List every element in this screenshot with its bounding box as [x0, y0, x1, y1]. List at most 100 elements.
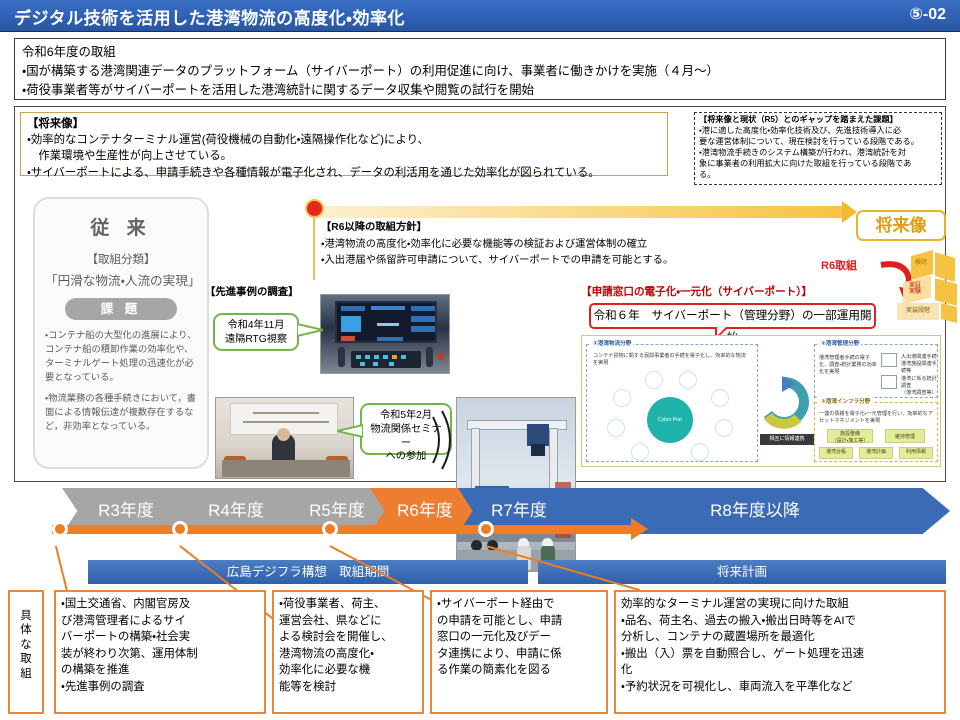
- initiative-box-2: ・荷役事業者、荷主、 運営会社、県などに よる検討会を開催し、 港湾物流の高度化…: [272, 590, 424, 714]
- cp-node-5: [607, 419, 625, 437]
- cp-node-2: [679, 371, 697, 389]
- cyber-port-launch-box: 令和６年 サイバーポート（管理分野）の一部運用開始: [589, 303, 876, 344]
- callout-seminar-line-2: 物流関係セミナー: [370, 423, 442, 449]
- policy-stem-line: [313, 216, 315, 280]
- seminar-speaker: [272, 434, 295, 464]
- conventional-issues: ・コンテナ船の大型化の進展により、コンテナ船の積卸作業の効率化や、ターミナルゲー…: [45, 329, 197, 434]
- box3-line-1: ・サイバーポート経由で: [437, 598, 555, 610]
- conventional-issue-1: ・コンテナ船の大型化の進展により、コンテナ船の積卸作業の効率化や、ターミナルゲー…: [45, 330, 197, 382]
- cp-chip-2: 維持管理: [885, 429, 925, 443]
- initiative-box-2-text: ・荷役事業者、荷主、 運営会社、県などに よる検討会を開催し、 港湾物流の高度化…: [274, 592, 422, 699]
- fy2024-heading: 令和6年度の取組: [22, 45, 116, 59]
- gap-line-5: る。: [699, 169, 716, 179]
- policy-line-1: ・港湾物流の高度化・効率化に必要な機能等の検証および運営体制の確立: [321, 238, 648, 250]
- callout-rtg-line-2: 遠隔RTG視察: [224, 333, 288, 345]
- box2-line-3: よる検討会を開催し、: [279, 631, 393, 644]
- rtg-emergency-button: [437, 353, 444, 360]
- fy2024-line-1: ・国が構築する港湾関連データのプラットフォーム（サイバーポート）の利用促進に向け…: [22, 63, 719, 78]
- crane-spreader: [531, 444, 545, 456]
- cp-chip-4: 港湾計画: [859, 447, 893, 459]
- policy-arrow-graphic: [320, 201, 857, 223]
- box1-line-5: の構築を推進: [61, 664, 130, 677]
- future-vision-line-3: ・サイバーポートによる、申請手続きや各種情報が電子化され、データの利活用を通じた…: [27, 166, 600, 179]
- cyber-port-heading: 【申請窓口の電子化・一元化（サイバーポート）】: [581, 286, 813, 298]
- fy2024-line-2: ・荷役事業者等がサイバーポートを活用した港湾統計に関するデータ収集や閲覧の試行を…: [22, 82, 534, 97]
- cp-section1-tag: ①港湾物流分野: [591, 339, 634, 347]
- seminar-speaker-head: [277, 428, 290, 441]
- side-label-char-2: 体: [20, 624, 32, 637]
- crane-beam: [467, 420, 567, 430]
- slide-header: デジタル技術を活用した港湾物流の高度化・効率化 ⑤-02: [0, 0, 960, 32]
- box1-line-6: ・先進事例の調査: [61, 680, 145, 693]
- cp-section2-item-1: 入出港関連手続 港湾施設関連手続等: [901, 354, 937, 374]
- conventional-category-name: 「円滑な物流・人流の実現」: [45, 274, 201, 288]
- box4-line-2: ・品名、荷主名、過去の搬入・搬出日時等をAIで: [621, 614, 856, 627]
- timeline-marker-r7[interactable]: [478, 521, 494, 537]
- side-label-char-1: 具: [20, 610, 32, 622]
- information-exchange-icon: [764, 376, 809, 429]
- timeline-marker-r3[interactable]: [52, 521, 68, 537]
- pyramid-base-label: 実装段階: [897, 303, 939, 320]
- cp-section3-text: 一連の情報を電子化・一元管理を行い、効率的なアセットマネジメントを実現: [819, 411, 933, 424]
- advanced-cases-heading: 【先進事例の調査】: [205, 287, 299, 298]
- cp-chart-icon: [881, 375, 897, 389]
- maturity-pyramid: 実装段階 検討 実証 実験: [895, 249, 957, 323]
- box4-line-6: ・予約状況を可視化し、車両流入を平準化など: [621, 680, 853, 693]
- gap-line-1: ・港に適した高度化・効率化技術及び、先進技術導入に必: [699, 125, 902, 135]
- initiative-box-1-text: ・国土交通省、内閣官房及 び港湾管理者によるサイ バーポートの構築・社会実 装が…: [56, 592, 264, 699]
- timeline-marker-r6[interactable]: [322, 521, 338, 537]
- timeline-r6-label: R6年度: [397, 501, 453, 520]
- conventional-card: 従 来 【取組分類】 「円滑な物流・人流の実現」 課 題 ・コンテナ船の大型化の…: [33, 197, 209, 469]
- timeline-marker-r4[interactable]: [172, 521, 188, 537]
- policy-region: 【R6以降の取組方針】 ・港湾物流の高度化・効率化に必要な機能等の検証および運営…: [305, 199, 865, 290]
- rtg-monitor-screen: [335, 301, 437, 343]
- box4-line-3: 分析し、コンテナの蔵置場所を最適化: [621, 631, 815, 644]
- box4-line-4: ・搬出（入）票を自動照合し、ゲート処理を迅速: [621, 647, 865, 660]
- box3-line-2: の申請を可能とし、申請: [437, 614, 563, 627]
- r6-initiative-label: R6取組: [821, 260, 858, 272]
- box1-line-4: 装が終わり次第、運用体制: [61, 647, 198, 660]
- conventional-category-label: 【取組分類】: [86, 254, 156, 266]
- box3-line-4: タ連携により、申請に係: [437, 647, 562, 660]
- gap-line-4: 象に事業者の利用拡大に向けた取組を行っている段階であ: [699, 158, 912, 168]
- seminar-podium: [222, 460, 350, 477]
- policy-heading: 【R6以降の取組方針】: [321, 222, 427, 233]
- fiscal-year-timeline: R3年度 R4年度 R5年度 R6年度 R7年度 R8年度以降: [0, 488, 960, 548]
- timeline-r8-label: R8年度以降: [710, 501, 800, 520]
- pyramid-level-1-label: 検討: [915, 260, 928, 266]
- banner-future-plan: 将来計画: [538, 560, 946, 584]
- future-vision-line-1: ・効率的なコンテナターミナル運営(荷役機械の自動化・遠隔操作化など)により、: [27, 134, 429, 147]
- pyramid-base-right: [941, 303, 957, 323]
- box2-line-5: 効率化に必要な機: [279, 664, 371, 677]
- box1-line-2: び港湾管理者によるサイ: [61, 614, 186, 627]
- future-vision-line-2: 作業環境や生産性が向上させている。: [27, 150, 233, 163]
- worker-1-helmet-icon: [518, 538, 529, 546]
- pyramid-top-right: [935, 252, 955, 282]
- box4-line-5: 化: [621, 664, 633, 677]
- timeline-r7-label: R7年度: [491, 501, 547, 520]
- cp-section1-text: コンテナ貨物に関する民間事業者の手続を電子化し、効率的な物流を実現: [593, 353, 746, 366]
- seminar-projection-screen: [230, 403, 338, 435]
- page-number: ⑤-02: [909, 6, 946, 23]
- callout-rtg-line-1: 令和4年11月: [227, 320, 285, 331]
- initiative-box-3: ・サイバーポート経由で の申請を可能とし、申請 窓口の一元化及びデー タ連携によ…: [430, 590, 608, 714]
- gap-line-3: ・港湾物流手続きのシステム構築が行われ、港湾統計を対: [699, 147, 906, 157]
- timeline-r4-label: R4年度: [208, 501, 264, 520]
- wireless-signal-icon: [432, 410, 451, 470]
- side-label-char-5: 組: [20, 667, 32, 680]
- leader-line-1: [55, 545, 69, 595]
- callout-seminar-pointer-icon: [337, 423, 363, 439]
- box1-line-1: ・国土交通省、内閣官房及: [61, 598, 191, 610]
- rtg-joystick-left: [338, 347, 345, 367]
- concrete-initiatives-label-text: 具 体 な 取 組: [10, 592, 42, 681]
- policy-line-2: ・入出港届や係留許可申請について、サイバーポートでの申請を可能とする。: [321, 255, 674, 267]
- conventional-issue-2: ・物流業務の各種手続きにおいて，書面による情報伝達が複数存在するなど，非効率とな…: [45, 392, 196, 431]
- issue-pill: 課 題: [65, 298, 177, 320]
- remote-rtg-photo: [320, 294, 450, 374]
- initiative-box-4: 効率的なターミナル運営の実現に向けた取組 ・品名、荷主名、過去の搬入・搬出日時等…: [614, 590, 946, 714]
- pyramid-mid-right: [935, 278, 957, 306]
- cyber-port-callout-tip-inner: [717, 327, 726, 336]
- policy-text: 【R6以降の取組方針】 ・港湾物流の高度化・効率化に必要な機能等の検証および運営…: [321, 220, 673, 270]
- truck-wheel-1: [471, 540, 482, 551]
